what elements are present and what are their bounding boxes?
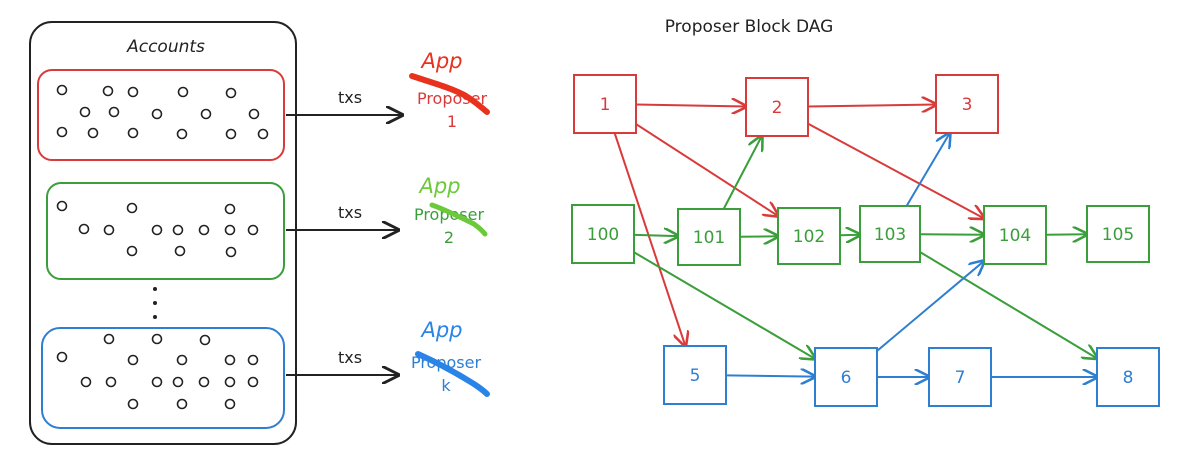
block-box-6 <box>814 347 878 407</box>
proposer-k-label: Proposer k App <box>411 318 490 397</box>
txs-label-k: txs <box>338 348 362 367</box>
strike-2 <box>429 202 488 237</box>
svg-text:1: 1 <box>447 112 457 131</box>
block-box-103 <box>859 205 921 263</box>
edge-n2-to-n104 <box>807 122 984 219</box>
block-label-7: 7 <box>955 368 966 388</box>
account-group-k <box>41 327 285 429</box>
edge-n101-to-n2 <box>722 136 762 210</box>
edge-n1-to-n5 <box>613 132 686 346</box>
app-label-2: App <box>417 174 460 198</box>
account-dots-group-2 <box>56 200 259 258</box>
block-node-6: 6 <box>814 347 878 407</box>
dag-title: Proposer Block DAG <box>665 17 834 37</box>
edge-n103-to-n3 <box>905 133 950 207</box>
block-label-104: 104 <box>999 226 1031 246</box>
block-node-7: 7 <box>928 347 992 407</box>
svg-text:k: k <box>441 376 451 395</box>
block-box-102 <box>777 207 841 265</box>
edge-n100-to-n101 <box>633 235 678 236</box>
proposer-1-label: Proposer 1 App <box>409 49 490 131</box>
block-node-3: 3 <box>935 74 999 134</box>
proposer-2-label: Proposer 2 App <box>414 174 488 247</box>
edge-n1-to-n2 <box>635 105 746 107</box>
accounts-panel: Accounts <box>29 21 490 445</box>
edge-n1-to-n102 <box>635 123 778 216</box>
block-node-2: 2 <box>745 77 809 137</box>
block-label-103: 103 <box>874 225 906 245</box>
account-group-1 <box>37 69 285 161</box>
app-label-k: App <box>419 318 462 342</box>
app-label-1: App <box>419 49 462 73</box>
strike-k <box>415 351 490 397</box>
edge-n103-to-n104 <box>919 234 984 235</box>
edge-n103-to-n8 <box>919 251 1097 358</box>
block-box-7 <box>928 347 992 407</box>
block-label-1: 1 <box>600 95 611 115</box>
dag-edges <box>613 104 1097 377</box>
accounts-outer-box <box>29 21 297 445</box>
block-node-8: 8 <box>1096 347 1160 407</box>
account-dots-group-1 <box>56 84 269 140</box>
block-node-105: 105 <box>1086 205 1150 263</box>
block-label-2: 2 <box>772 98 783 118</box>
block-box-105 <box>1086 205 1150 263</box>
block-node-104: 104 <box>983 205 1047 265</box>
block-label-6: 6 <box>841 368 852 388</box>
block-box-3 <box>935 74 999 134</box>
block-label-3: 3 <box>962 95 973 115</box>
strike-1 <box>409 73 490 115</box>
edge-n2-to-n3 <box>807 104 936 106</box>
block-node-101: 101 <box>677 208 741 266</box>
block-node-5: 5 <box>663 345 727 405</box>
block-label-102: 102 <box>793 227 825 247</box>
ellipsis-dots <box>153 287 157 319</box>
svg-text:Proposer: Proposer <box>417 89 488 108</box>
block-label-105: 105 <box>1102 225 1134 245</box>
txs-label-2: txs <box>338 203 362 222</box>
block-label-101: 101 <box>693 228 725 248</box>
block-node-103: 103 <box>859 205 921 263</box>
account-group-2 <box>46 182 285 280</box>
block-box-2 <box>745 77 809 137</box>
block-box-101 <box>677 208 741 266</box>
block-box-5 <box>663 345 727 405</box>
block-box-1 <box>573 74 637 134</box>
block-node-1: 1 <box>573 74 637 134</box>
block-label-100: 100 <box>587 225 619 245</box>
block-node-100: 100 <box>571 204 635 264</box>
edge-n6-to-n104 <box>876 261 984 352</box>
account-dots-group-k <box>56 333 259 410</box>
block-label-5: 5 <box>690 366 701 386</box>
block-label-8: 8 <box>1123 368 1134 388</box>
edge-n5-to-n6 <box>725 375 815 376</box>
block-box-104 <box>983 205 1047 265</box>
block-box-8 <box>1096 347 1160 407</box>
accounts-title: Accounts <box>126 37 205 57</box>
edge-n100-to-n6 <box>633 251 815 359</box>
block-box-100 <box>571 204 635 264</box>
txs-label-1: txs <box>338 88 362 107</box>
block-node-102: 102 <box>777 207 841 265</box>
svg-text:2: 2 <box>444 228 454 247</box>
